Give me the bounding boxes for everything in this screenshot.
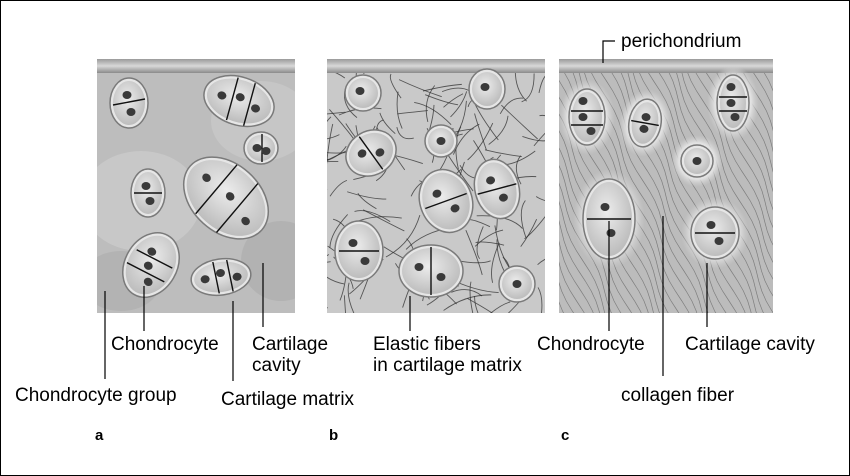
label-chondrocyte-group: Chondrocyte group [15,385,177,406]
nucleus [141,182,151,190]
panel-b-cell-0 [344,74,382,112]
nucleus [606,229,616,237]
nucleus [578,113,588,121]
chondrocyte [113,81,145,125]
label-cartilage-matrix: Cartilage matrix [221,389,355,410]
panel-c-fibro [559,59,773,313]
panel-a-cell-1 [203,74,275,128]
panel-a-cell-6 [190,257,252,297]
panel-c-cell-2 [707,65,759,141]
nucleus [235,93,245,102]
panel-c-cell-1 [618,89,672,157]
nucleus [225,192,235,201]
panel-c-cell-4 [573,169,645,269]
nucleus [217,91,227,100]
nucleus [375,148,385,157]
nucleus [241,216,250,226]
panel-letter-c: c [561,427,570,444]
nucleus [200,275,210,284]
nucleus [600,203,610,211]
panel-a-hyaline [97,59,295,313]
panel-b-cell-8 [498,265,536,303]
nucleus [122,91,132,99]
nucleus [726,83,736,91]
nucleus [639,124,649,133]
panel-a-cell-0 [109,77,149,129]
nucleus [726,99,736,107]
panel-a-cell-2 [243,131,279,165]
label-cartilage-cavity-c: Cartilage cavity [685,334,815,355]
nucleus [498,193,508,202]
nucleus [714,237,724,245]
nucleus [436,273,446,281]
panel-c-cells [559,65,759,269]
panel-a-cells [109,74,279,298]
panel-b-cell-5 [473,158,521,220]
panel-b-cell-4 [418,168,474,234]
nucleus [232,272,242,281]
label-perichondrium: perichondrium [621,31,742,52]
panel-c-cell-3 [671,135,723,187]
panel-letter-a: a [95,427,104,444]
leader-lines [104,40,708,381]
nucleus [706,221,716,229]
nucleus [126,108,136,116]
nucleus [480,83,490,91]
nucleus [450,204,460,213]
panel-b-cell-6 [334,220,384,282]
panel-b-cell-7 [398,244,464,298]
nucleus [641,113,651,122]
nucleus [355,87,365,95]
label-elastic-fibers-line1: Elastic fibers [373,334,481,355]
nucleus [145,197,155,205]
nucleus [432,189,442,198]
label-chondrocyte-c: Chondrocyte [537,334,645,355]
label-chondrocyte-a: Chondrocyte [111,334,219,355]
panel-a-cell-4 [182,156,270,240]
label-cartilage-cavity-a-line2: cavity [252,355,301,376]
nucleus [360,257,370,265]
leader-perichondrium [602,40,615,63]
nucleus [730,113,740,121]
panel-a-cell-5 [122,232,180,298]
nucleus [251,104,260,113]
nucleus [486,176,496,185]
panel-c-cell-0 [559,79,615,155]
nucleus [414,263,424,271]
nucleus [512,280,522,288]
panel-b-perichondrium [327,59,545,73]
nucleus [692,157,702,165]
nucleus [348,239,358,247]
nucleus [436,137,446,145]
panel-c-cell-5 [681,197,749,269]
nucleus [202,173,211,183]
nucleus [143,261,153,270]
panel-b-cells [334,68,536,303]
nucleus [143,277,153,286]
panel-b-cell-3 [424,124,458,158]
label-elastic-fibers-line2: in cartilage matrix [373,355,522,376]
panel-b-cell-2 [345,129,397,177]
panel-a-perichondrium [97,59,295,73]
nucleus [215,269,225,278]
nucleus [586,127,596,135]
nucleus [147,247,157,256]
panel-letter-b: b [329,427,339,444]
label-collagen-fiber: collagen fiber [621,385,735,406]
nucleus [357,149,367,158]
panel-b-elastic [327,59,545,313]
nucleus [252,144,262,152]
label-cartilage-cavity-a-line1: Cartilage [252,334,329,355]
nucleus [261,147,271,155]
panel-a-cell-3 [130,168,166,218]
nucleus [578,97,588,105]
panel-b-cell-1 [468,68,506,110]
panel-c-perichondrium [559,59,773,73]
